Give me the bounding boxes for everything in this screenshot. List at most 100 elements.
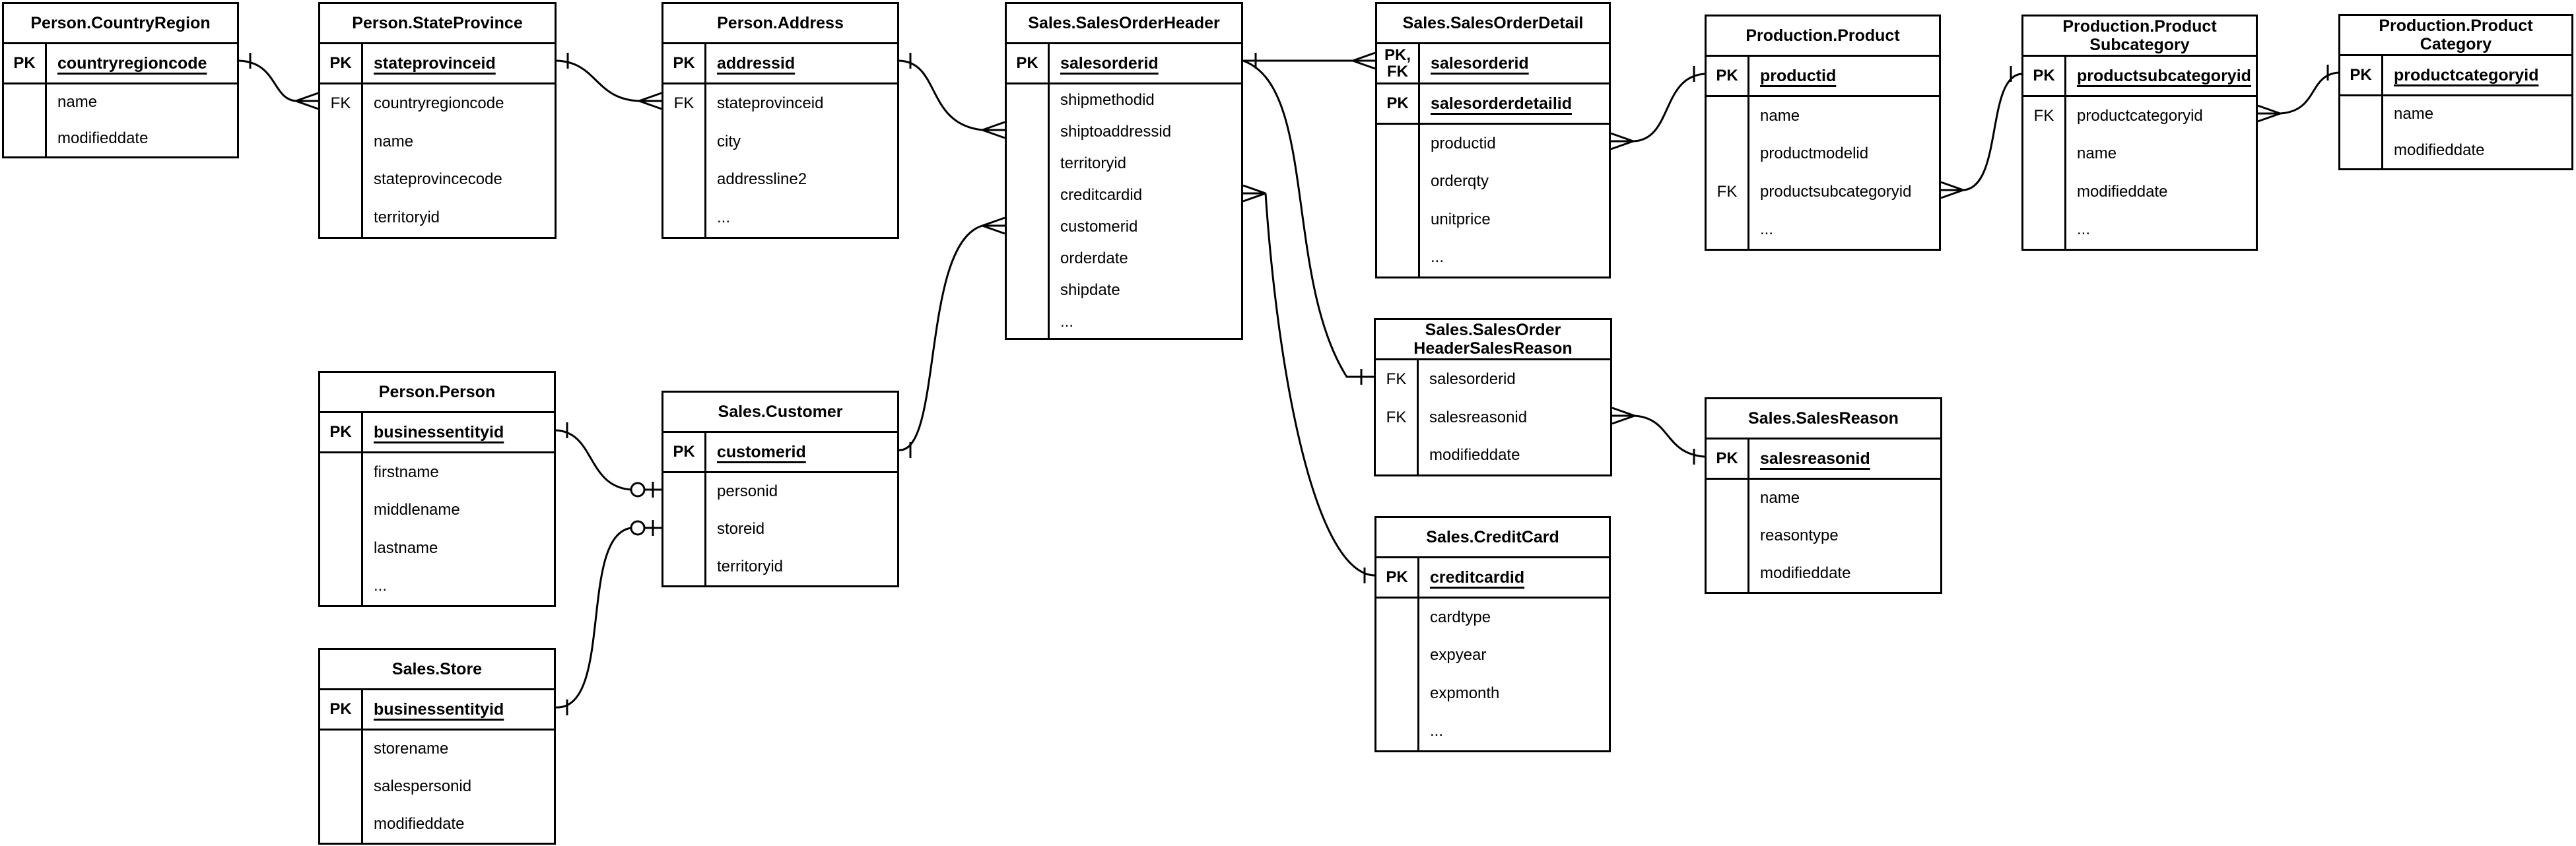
key-label — [1376, 636, 1419, 674]
attribute-row: cardtype — [1376, 599, 1609, 637]
attribute-row: modifieddate — [320, 805, 554, 843]
attribute-row: orderdate — [1007, 243, 1241, 275]
field-name: modifieddate — [1760, 564, 1851, 582]
key-label — [320, 160, 363, 199]
attribute-row: firstname — [320, 453, 554, 492]
key-label — [663, 199, 706, 237]
attribute-row: expmonth — [1376, 674, 1609, 713]
key-label — [1007, 148, 1050, 179]
field-name: ... — [1060, 313, 1074, 331]
key-label — [1707, 97, 1749, 135]
key-label — [1707, 480, 1749, 517]
key-label — [663, 548, 706, 586]
attribute-row: territoryid — [1007, 148, 1241, 179]
attribute-row: ... — [1707, 211, 1939, 249]
attribute-section: shipmethodid shiptoaddressid territoryid cr… — [1007, 84, 1241, 338]
key-label — [2023, 211, 2066, 249]
field-name: creditcardid — [1060, 186, 1143, 204]
entity-title: Sales.Store — [320, 650, 554, 690]
field-name: modifieddate — [57, 129, 149, 147]
pk-field-name: salesorderdetailid — [1431, 94, 1572, 113]
pk-field-name: addressid — [717, 53, 796, 73]
attribute-row: storename — [320, 731, 554, 768]
field-name: firstname — [374, 463, 439, 481]
field-name: salespersonid — [374, 777, 472, 795]
attribute-row: shipmethodid — [1007, 84, 1241, 116]
entity-title: Production.Product Subcategory — [2023, 16, 2256, 57]
field-name: shiptoaddressid — [1060, 123, 1172, 141]
pk-field-name: customerid — [717, 442, 806, 461]
key-label: FK — [663, 84, 706, 123]
field-name: name — [2394, 105, 2434, 123]
attribute-row: personid — [663, 473, 897, 511]
field-name: customerid — [1060, 218, 1138, 236]
rel-headersalesreason-salesreason — [1611, 407, 1705, 465]
field-name: name — [1760, 106, 1800, 125]
key-label — [2023, 135, 2066, 173]
field-name: name — [57, 93, 98, 112]
key-label — [4, 84, 47, 121]
key-label — [2340, 132, 2383, 168]
attribute-section: name modifieddate — [4, 84, 237, 156]
attribute-row: ... — [1007, 306, 1241, 338]
rel-productsubcategory-product — [1940, 66, 2022, 199]
key-label — [663, 122, 706, 161]
entity-title: Sales.SalesReason — [1707, 399, 1940, 439]
field-name: productmodelid — [1760, 145, 1869, 163]
field-name: unitprice — [1431, 210, 1491, 228]
pk-field-name: salesorderid — [1060, 53, 1159, 73]
attribute-row: modifieddate — [1376, 436, 1610, 475]
key-label — [320, 199, 363, 237]
key-label — [320, 567, 363, 605]
field-name: ... — [717, 209, 731, 227]
key-label — [1007, 84, 1050, 116]
key-label: PK — [320, 690, 363, 729]
rel-person-customer — [555, 422, 661, 498]
key-label — [1007, 243, 1050, 275]
entity-title: Production.Product — [1707, 16, 1939, 57]
field-name: modifieddate — [374, 814, 465, 833]
attribute-row: stateprovincecode — [320, 160, 555, 199]
attribute-row: name — [2023, 135, 2256, 173]
key-label — [2340, 96, 2383, 133]
key-label: FK — [2023, 97, 2066, 135]
key-label — [1377, 238, 1420, 277]
attribute-row: name — [4, 84, 237, 121]
field-name: middlename — [374, 501, 460, 519]
key-label: PK — [1007, 44, 1050, 82]
attribute-row: storeid — [663, 510, 897, 548]
attribute-row: city — [663, 122, 897, 161]
rel-store-customer — [555, 520, 661, 715]
field-name: orderqty — [1431, 172, 1489, 191]
pk-field-name: businessentityid — [374, 422, 504, 441]
key-label — [1007, 306, 1050, 338]
attribute-row: creditcardid — [1007, 179, 1241, 211]
field-name: countryregioncode — [374, 94, 504, 112]
attribute-row: modifieddate — [1707, 554, 1940, 593]
field-name: salesreasonid — [1429, 408, 1528, 426]
